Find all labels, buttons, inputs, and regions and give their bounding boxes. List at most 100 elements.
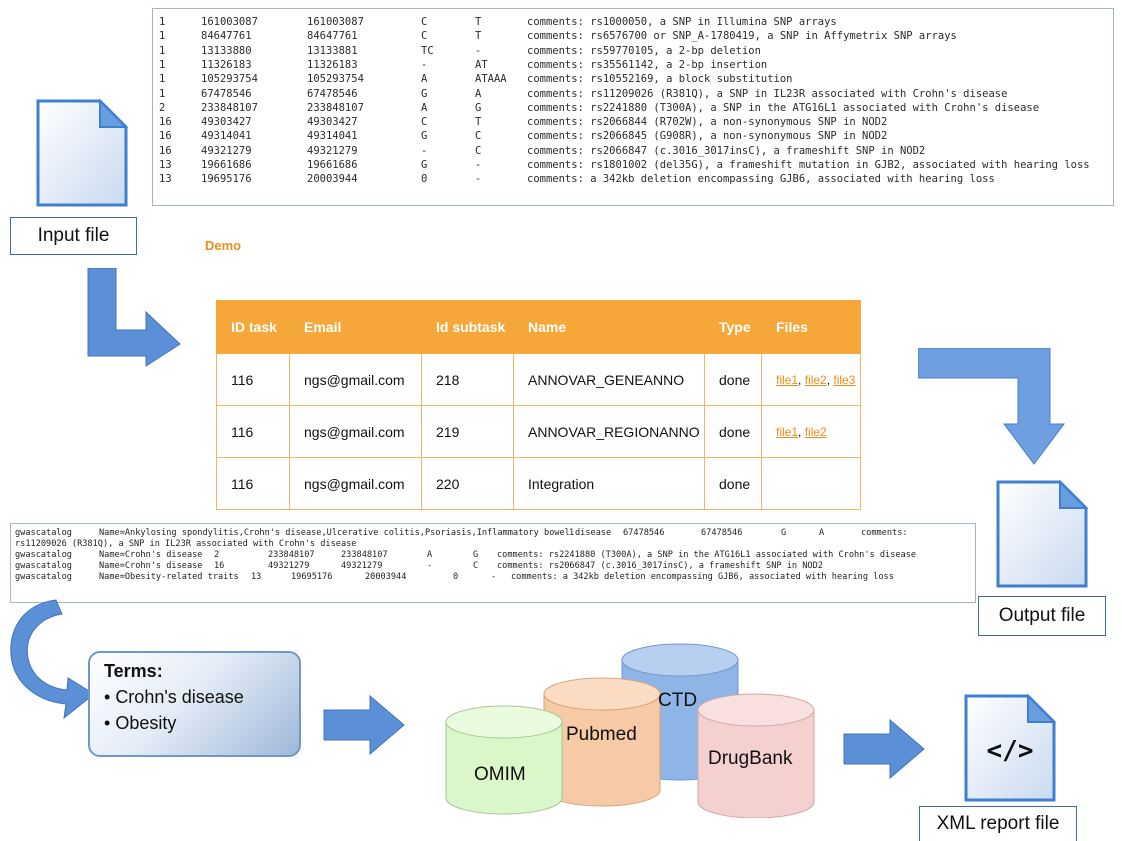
output-field-f: 0 xyxy=(453,572,459,582)
output-field-h: comments: xyxy=(861,528,908,538)
input-field-comment: comments: rs35561142, a 2-bp insertion xyxy=(527,58,768,71)
term-item: • Obesity xyxy=(104,713,177,733)
input-field-chr: 1 xyxy=(159,73,166,86)
col-id-subtask: Id subtask xyxy=(421,300,514,354)
cell-subtask: 218 xyxy=(421,353,514,406)
output-field-h: comments: rs2066847 (c.3016_3017insC), a… xyxy=(497,561,823,571)
input-field-alt: A xyxy=(475,87,482,100)
input-field-end: 49303427 xyxy=(307,116,358,129)
cell-id-task: 116 xyxy=(216,405,290,458)
input-field-end: 49321279 xyxy=(307,144,358,157)
input-field-ref: G xyxy=(421,87,428,100)
input-field-alt: T xyxy=(475,30,482,43)
output-field-c: 2 xyxy=(214,550,220,560)
input-field-end: 84647761 xyxy=(307,30,358,43)
file-link[interactable]: file3 xyxy=(833,372,856,387)
input-field-chr: 1 xyxy=(159,30,166,43)
file-link[interactable]: file1 xyxy=(776,372,799,387)
input-field-start: 49321279 xyxy=(201,144,252,157)
output-field-d: 49321279 xyxy=(268,561,310,571)
file-link[interactable]: file2 xyxy=(804,424,827,439)
input-field-chr: 1 xyxy=(159,44,166,57)
file-link[interactable]: file1 xyxy=(776,424,799,439)
terms-box: Terms: • Crohn's disease • Obesity xyxy=(88,651,301,757)
cell-email: ngs@gmail.com xyxy=(289,353,422,406)
drugbank-cylinder-shape xyxy=(697,693,815,819)
cell-files: file1, file2 xyxy=(761,405,861,458)
output-field-g: C xyxy=(473,561,479,571)
pubmed-cylinder-shape xyxy=(543,677,661,807)
db-label-omim: OMIM xyxy=(474,764,526,785)
input-field-ref: 0 xyxy=(421,173,428,186)
input-field-comment: comments: rs6576700 or SNP_A-1780419, a … xyxy=(527,30,957,43)
cell-name: ANNOVAR_REGIONANNO xyxy=(513,405,705,458)
cell-files: file1, file2, file3 xyxy=(761,353,861,406)
table-row: 116 ngs@gmail.com 220 Integration done xyxy=(216,457,861,510)
output-field-c: 13 xyxy=(251,572,262,582)
output-field-b: Name=Crohn's disease xyxy=(99,561,203,571)
output-field-a: rs11209026 (R381Q), a SNP in IL23R assoc… xyxy=(15,539,357,549)
term-item: • Crohn's disease xyxy=(104,687,244,707)
input-field-ref: A xyxy=(421,101,428,114)
input-field-alt: T xyxy=(475,116,482,129)
output-field-h: comments: a 342kb deletion encompassing … xyxy=(511,572,894,582)
input-field-comment: comments: rs2066847 (c.3016_3017insC), a… xyxy=(527,144,926,157)
col-type: Type xyxy=(704,300,762,354)
input-field-ref: C xyxy=(421,116,428,129)
input-field-alt: ATAAA xyxy=(475,73,507,86)
input-field-comment: comments: rs2066844 (R702W), a non-synon… xyxy=(527,116,888,129)
output-field-h: comments: rs2241880 (T300A), a SNP in th… xyxy=(497,550,917,560)
input-field-end: 233848107 xyxy=(307,101,364,114)
input-field-alt: - xyxy=(475,44,482,57)
input-field-ref: - xyxy=(421,58,428,71)
cell-type: done xyxy=(704,405,762,458)
output-field-g: A xyxy=(819,528,825,538)
col-name: Name xyxy=(513,300,705,354)
input-field-start: 161003087 xyxy=(201,16,258,28)
input-field-end: 11326183 xyxy=(307,58,358,71)
term-label: Crohn's disease xyxy=(115,687,244,707)
input-field-ref: C xyxy=(421,16,428,28)
input-field-alt: - xyxy=(475,173,482,186)
table-header-row: ID task Email Id subtask Name Type Files xyxy=(216,300,861,354)
input-field-ref: A xyxy=(421,73,428,86)
input-field-comment: comments: rs10552169, a block substituti… xyxy=(527,73,793,86)
output-field-e: 20003944 xyxy=(365,572,407,582)
input-field-start: 49303427 xyxy=(201,116,252,129)
input-field-ref: - xyxy=(421,144,428,157)
input-field-chr: 1 xyxy=(159,16,166,28)
xml-report-caption: XML report file xyxy=(919,806,1077,841)
input-field-alt: - xyxy=(475,159,482,171)
input-field-alt: C xyxy=(475,144,482,157)
output-field-c: 1 xyxy=(569,528,575,538)
output-field-a: gwascatalog xyxy=(15,561,72,571)
input-field-start: 105293754 xyxy=(201,73,258,86)
input-field-ref: C xyxy=(421,30,428,43)
input-field-ref: TC xyxy=(421,44,434,57)
input-field-start: 233848107 xyxy=(201,101,258,114)
input-field-end: 20003944 xyxy=(307,173,358,186)
output-field-d: 19695176 xyxy=(291,572,333,582)
cell-id-task: 116 xyxy=(216,457,290,510)
output-field-g: G xyxy=(473,550,479,560)
col-files: Files xyxy=(761,300,861,354)
input-field-chr: 16 xyxy=(159,144,172,157)
input-file-caption: Input file xyxy=(10,217,137,255)
output-field-c: 16 xyxy=(214,561,225,571)
col-id-task: ID task xyxy=(216,300,290,354)
xml-code-glyph: </> xyxy=(986,736,1034,766)
output-field-f: G xyxy=(781,528,787,538)
input-field-alt: C xyxy=(475,130,482,143)
cell-type: done xyxy=(704,457,762,510)
input-field-end: 19661686 xyxy=(307,159,358,171)
file-link[interactable]: file2 xyxy=(804,372,827,387)
arrow-table-to-output xyxy=(917,347,1068,468)
input-field-alt: G xyxy=(475,101,482,114)
output-field-b: Name=Obesity-related traits xyxy=(99,572,239,582)
output-file-icon xyxy=(994,478,1090,590)
input-field-chr: 13 xyxy=(159,159,172,171)
output-field-f: - xyxy=(427,561,433,571)
cell-email: ngs@gmail.com xyxy=(289,457,422,510)
input-file-icon xyxy=(34,97,130,209)
